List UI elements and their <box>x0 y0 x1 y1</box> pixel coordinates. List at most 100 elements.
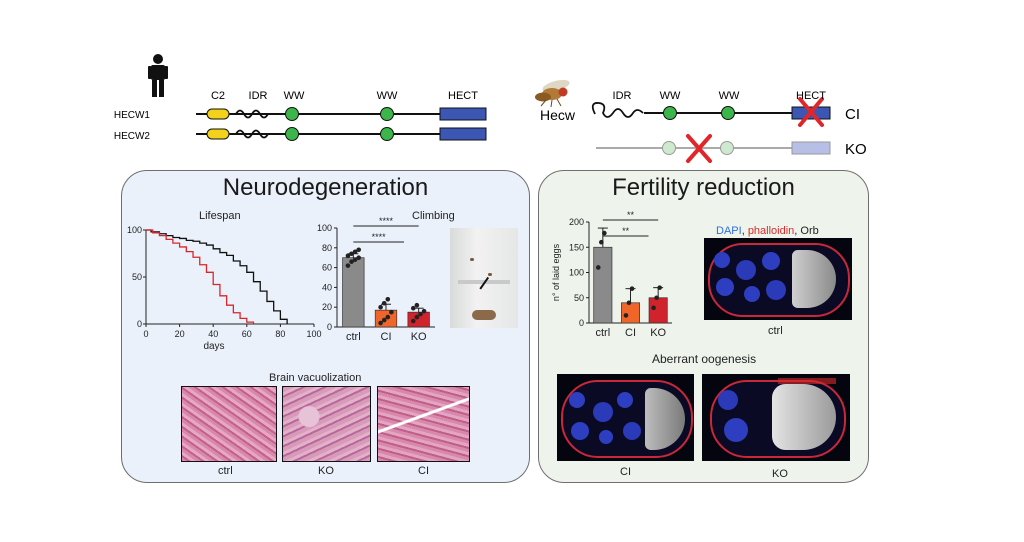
climbing-data-point <box>414 314 420 320</box>
ww-domain-deleted <box>720 141 734 155</box>
allele-label-ko: KO <box>845 141 867 158</box>
climbing-data-point <box>381 317 387 323</box>
eggs-category-label: ctrl <box>595 327 610 339</box>
climbing-y-tick-label: 20 <box>322 302 332 312</box>
fly-ww-label: WW <box>660 90 681 102</box>
ww-label: WW <box>377 90 398 102</box>
climbing-data-point <box>378 320 383 326</box>
fly-idr-label: IDR <box>613 90 632 102</box>
egg-chamber-ctrl <box>704 238 852 320</box>
eggs-data-point <box>623 313 629 318</box>
ww-domain <box>663 106 677 120</box>
c2-label: C2 <box>211 90 225 102</box>
stain-orb: Orb <box>800 225 819 237</box>
climbing-y-tick-label: 80 <box>322 243 332 253</box>
climbing-data-point <box>349 251 354 257</box>
allele-label-ci: CI <box>845 106 860 123</box>
hect-domain <box>439 107 487 121</box>
fertility-title: Fertility reduction <box>612 174 795 201</box>
climbing-data-point <box>414 302 420 308</box>
climbing-bar-ctrl <box>342 257 365 328</box>
ww-domain <box>721 106 735 120</box>
hect-domain-faded <box>791 141 831 155</box>
lifespan-x-tick-label: 100 <box>306 329 321 339</box>
climbing-category-label: CI <box>381 331 392 343</box>
idr-region <box>235 109 269 119</box>
climbing-data-point <box>381 300 387 306</box>
climbing-title: Climbing <box>412 210 455 222</box>
climbing-y-tick-label: 100 <box>317 223 332 233</box>
lifespan-x-axis-label: days <box>203 341 224 352</box>
eggs-bar-CI <box>621 302 640 324</box>
ci-oocyte-label: CI <box>620 466 631 478</box>
lifespan-x-tick-label: 80 <box>275 329 285 339</box>
gene-label-hecw1: HECW1 <box>114 110 151 121</box>
lifespan-y-tick-label: 50 <box>132 272 142 282</box>
eggs-data-point <box>595 265 601 270</box>
eggs-category-label: CI <box>625 327 636 339</box>
ww-domain <box>285 127 299 141</box>
eggs-category-label: KO <box>650 327 666 339</box>
lifespan-y-tick-label: 0 <box>137 319 142 329</box>
climbing-data-point <box>378 304 383 310</box>
lifespan-x-tick-label: 0 <box>143 329 148 339</box>
mutation-cross-icon <box>798 97 824 127</box>
lifespan-series-1 <box>146 229 255 324</box>
lifespan-series-0 <box>146 229 288 324</box>
climbing-data-point <box>352 257 358 262</box>
brain-label-ci: CI <box>418 465 429 477</box>
eggs-y-tick-label: 0 <box>579 318 584 328</box>
brain-section-ci <box>377 386 470 462</box>
egg-chamber-ko <box>702 374 850 461</box>
human-icon <box>148 54 168 97</box>
gene-label-hecw-fly: Hecw <box>540 107 576 123</box>
climbing-data-point <box>356 255 362 260</box>
brain-label-ko: KO <box>318 465 334 477</box>
climbing-y-tick-label: 0 <box>327 322 332 332</box>
eggs-data-point <box>602 230 607 236</box>
egg-chamber-ci <box>557 374 694 461</box>
eggs-bar-KO <box>648 297 668 324</box>
climbing-sig-label: **** <box>372 232 387 242</box>
ww-domain-deleted <box>662 141 676 155</box>
ww-label: WW <box>284 90 305 102</box>
climbing-category-label: ctrl <box>346 331 361 343</box>
stain-dapi: DAPI <box>716 225 742 237</box>
stain-legend: DAPI, phalloidin, Orb <box>716 225 819 237</box>
climbing-data-point <box>385 314 391 320</box>
climbing-data-point <box>410 305 416 311</box>
eggs-sig-label: ** <box>627 210 635 220</box>
lifespan-title: Lifespan <box>199 210 241 222</box>
ww-domain <box>380 127 394 141</box>
idr-label: IDR <box>249 90 268 102</box>
neurodegeneration-title: Neurodegeneration <box>222 174 429 201</box>
hect-label: HECT <box>448 90 478 102</box>
lifespan-y-tick-label: 100 <box>127 225 142 235</box>
c2-domain <box>206 128 230 140</box>
climbing-data-point <box>349 259 354 264</box>
fly-hect-label: HECT <box>796 90 826 102</box>
climbing-data-point <box>418 311 423 317</box>
aberrant-oogenesis-title: Aberrant oogenesis <box>652 352 757 366</box>
lifespan-x-tick-label: 40 <box>208 329 218 339</box>
ko-oocyte-label: KO <box>772 468 788 480</box>
eggs-data-point <box>629 286 635 291</box>
ww-domain <box>380 107 394 121</box>
brain-section-ko <box>282 386 371 462</box>
fly-icon <box>535 79 570 108</box>
eggs-data-point <box>657 285 662 290</box>
stain-phalloidin: phalloidin <box>747 225 795 237</box>
eggs-y-tick-label: 150 <box>569 242 584 252</box>
idr-region <box>591 102 644 118</box>
c2-domain <box>206 108 230 120</box>
brain-vacuolization-title: Brain vacuolization <box>269 372 362 384</box>
brain-label-ctrl: ctrl <box>218 465 233 477</box>
climbing-data-point <box>345 253 351 259</box>
climbing-data-point <box>410 318 416 324</box>
fly-ww-label: WW <box>719 90 740 102</box>
eggs-data-point <box>651 305 656 311</box>
eggs-y-tick-label: 100 <box>569 268 584 278</box>
eggs-y-tick-label: 200 <box>569 217 584 227</box>
